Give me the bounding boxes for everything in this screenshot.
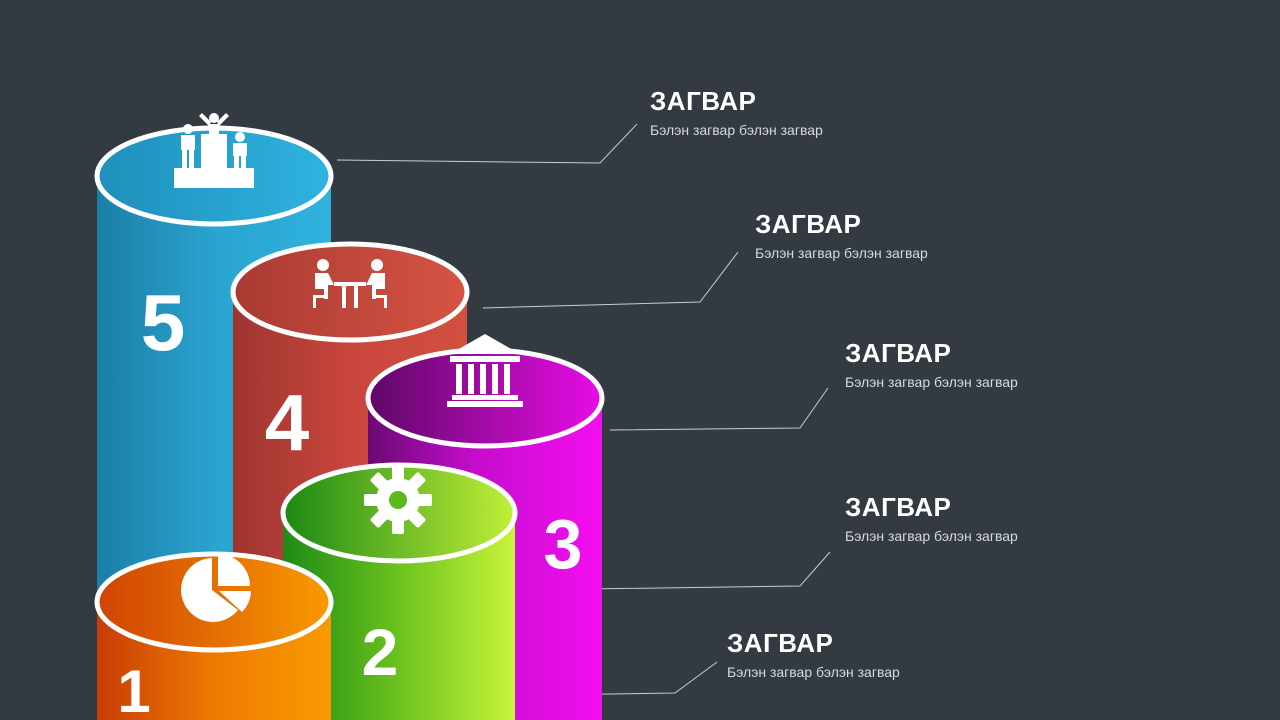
connector-line-5: [336, 123, 638, 164]
step-title-1: ЗАГВАР: [727, 628, 834, 658]
step-number-2: 2: [362, 615, 399, 689]
step-title-2: ЗАГВАР: [845, 492, 952, 522]
step-label-1: ЗАГВАР Бэлэн загвар бэлэн загвар: [727, 628, 900, 680]
meeting-icon: [313, 259, 387, 308]
cylinder-1: 1: [94, 551, 334, 720]
step-title-5: ЗАГВАР: [650, 86, 757, 116]
step-desc-3: Бэлэн загвар бэлэн загвар: [845, 374, 1018, 390]
podium-icon: [174, 113, 254, 188]
connector-line-3: [609, 387, 829, 431]
step-label-2: ЗАГВАР Бэлэн загвар бэлэн загвар: [845, 492, 1018, 544]
bank-icon: [447, 334, 523, 407]
step-number-1: 1: [117, 658, 150, 720]
step-number-4: 4: [265, 378, 310, 467]
connector-line-2: [514, 551, 831, 591]
step-title-4: ЗАГВАР: [755, 209, 862, 239]
step-desc-2: Бэлэн загвар бэлэн загвар: [845, 528, 1018, 544]
step-number-3: 3: [544, 505, 583, 583]
step-label-4: ЗАГВАР Бэлэн загвар бэлэн загвар: [755, 209, 928, 261]
step-desc-1: Бэлэн загвар бэлэн загвар: [727, 664, 900, 680]
step-title-3: ЗАГВАР: [845, 338, 952, 368]
step-desc-5: Бэлэн загвар бэлэн загвар: [650, 122, 823, 138]
pie-chart-icon: [181, 554, 251, 622]
gear-icon: [364, 466, 432, 534]
step-desc-4: Бэлэн загвар бэлэн загвар: [755, 245, 928, 261]
step-number-5: 5: [141, 278, 186, 367]
connector-line-4: [482, 251, 739, 309]
step-label-3: ЗАГВАР Бэлэн загвар бэлэн загвар: [845, 338, 1018, 390]
step-label-5: ЗАГВАР Бэлэн загвар бэлэн загвар: [650, 86, 823, 138]
